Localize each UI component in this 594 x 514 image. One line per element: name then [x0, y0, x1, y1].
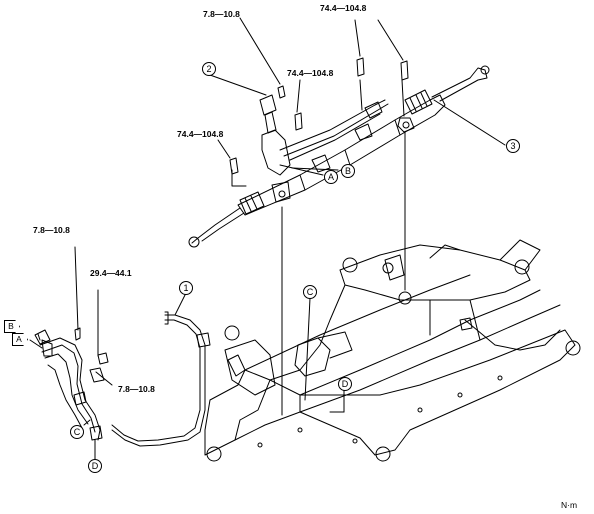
steering-gear: [188, 65, 490, 248]
callout-2: 2: [202, 62, 216, 76]
tag-d-upper: D: [338, 377, 352, 391]
torque-label-pipe-bolt-left: 7.8—10.8: [33, 225, 70, 235]
torque-label-bracket-bolt: 7.8—10.8: [203, 9, 240, 19]
bolt-group: [229, 57, 409, 175]
tag-c-lower: C: [70, 425, 84, 439]
tag-a-upper: A: [324, 170, 338, 184]
tag-b-lower: B: [4, 320, 20, 333]
callout-1: 1: [179, 281, 193, 295]
callout-3: 3: [506, 139, 520, 153]
tag-d-lower: D: [88, 459, 102, 473]
reference-frames: [231, 169, 345, 413]
tag-a-lower: A: [12, 333, 28, 346]
torque-label-gear-mount-center: 74.4—104.8: [287, 68, 334, 78]
tag-c-upper: C: [303, 285, 317, 299]
front-subframe: [204, 239, 581, 462]
pressure-pipe: [34, 311, 211, 447]
leader-lines: [29, 17, 506, 461]
torque-label-union-bolt: 29.4—44.1: [90, 268, 132, 278]
tag-b-upper: B: [341, 164, 355, 178]
torque-label-gear-mount-top: 74.4—104.8: [320, 3, 367, 13]
torque-unit-label: N·m: [561, 500, 578, 510]
torque-label-pipe-bolt-lower: 7.8—10.8: [118, 384, 155, 394]
torque-label-gear-mount-left: 74.4—104.8: [177, 129, 224, 139]
